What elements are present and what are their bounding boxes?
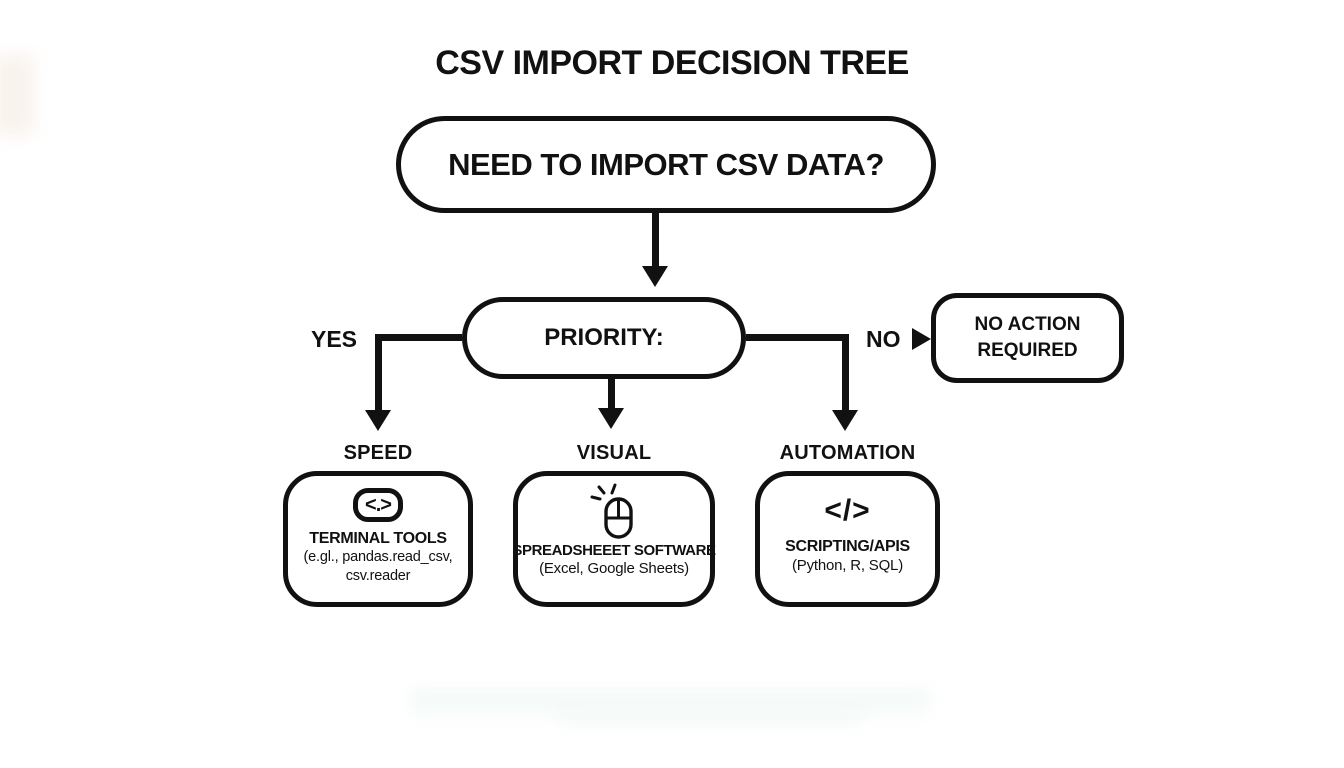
branch-name-automation: SCRIPTING/APIS <box>785 538 910 555</box>
background-smudge <box>410 688 930 714</box>
branch-label-visual: VISUAL <box>576 442 652 464</box>
background-smudge <box>560 712 860 726</box>
no-action-line1: NO ACTION <box>974 314 1081 335</box>
no-action-label: NO ACTION REQUIRED <box>975 312 1081 364</box>
branch-name-visual: SPREADSHEEET SOFTWARE <box>512 542 716 559</box>
edge-label-no: NO <box>866 326 901 352</box>
root-question-node: NEED TO IMPORT CSV DATA? <box>396 116 936 213</box>
terminal-prompt-icon: <.> <box>353 488 403 522</box>
branch-label-speed: SPEED <box>343 442 413 464</box>
edge-label-yes: YES <box>311 326 358 352</box>
arrowhead-down-icon <box>832 410 858 431</box>
connector-yes-horizontal <box>375 334 462 341</box>
decision-label: PRIORITY: <box>544 324 664 351</box>
connector-root-to-decision <box>652 211 659 268</box>
mouse-click-icon <box>590 482 638 540</box>
root-question-label: NEED TO IMPORT CSV DATA? <box>448 146 884 182</box>
connector-decision-to-visual <box>608 377 615 410</box>
arrowhead-down-icon <box>365 410 391 431</box>
branch-box-speed: <.> TERMINAL TOOLS (e.gl., pandas.read_c… <box>283 471 473 607</box>
decision-node: PRIORITY: <box>462 297 746 379</box>
branch-box-visual: SPREADSHEEET SOFTWARE (Excel, Google She… <box>512 471 716 607</box>
page-title: CSV IMPORT DECISION TREE <box>435 44 909 82</box>
connector-automation-vertical <box>842 334 849 412</box>
terminal-icon-glyph: <.> <box>365 494 392 516</box>
branch-box-automation: </> SCRIPTING/APIS (Python, R, SQL) <box>755 471 940 607</box>
code-icon-glyph: </> <box>824 494 871 527</box>
arrowhead-down-icon <box>642 266 668 287</box>
no-action-line2: REQUIRED <box>977 340 1078 361</box>
connector-automation-horizontal <box>746 334 849 341</box>
code-icon: </> <box>824 496 870 526</box>
arrowhead-down-icon <box>598 408 624 429</box>
branch-detail-visual-1: (Excel, Google Sheets) <box>539 560 689 577</box>
arrowhead-right-icon <box>912 328 931 350</box>
connector-yes-vertical <box>375 334 382 412</box>
no-action-node: NO ACTION REQUIRED <box>931 293 1124 383</box>
branch-name-speed: TERMINAL TOOLS <box>309 530 447 547</box>
branch-label-automation: AUTOMATION <box>779 442 916 464</box>
branch-detail-speed-1: (e.gl., pandas.read_csv, <box>303 549 453 565</box>
branch-detail-automation-1: (Python, R, SQL) <box>791 557 903 574</box>
branch-detail-speed-2: csv.reader <box>345 568 411 584</box>
